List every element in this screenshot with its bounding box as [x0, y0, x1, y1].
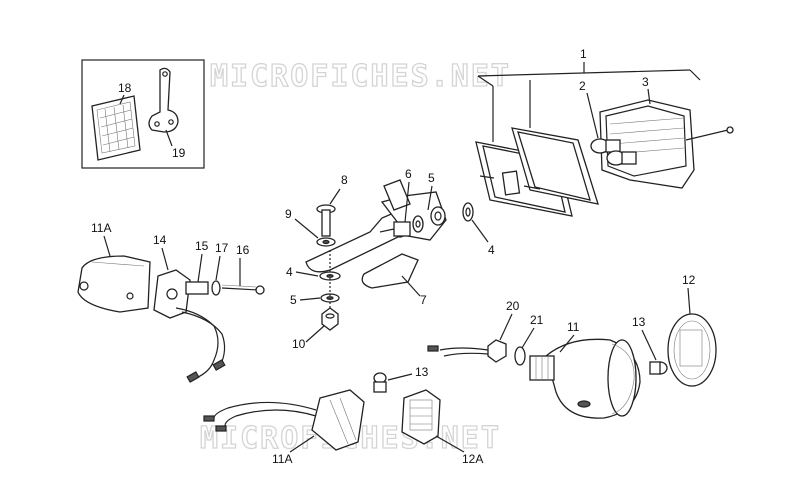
turn-signal-11a-bottom[interactable]	[203, 389, 365, 451]
label-13-right: 13	[632, 315, 646, 329]
label-11: 11	[567, 320, 580, 334]
label-9: 9	[285, 207, 292, 221]
screw-16[interactable]	[221, 284, 265, 295]
label-2: 2	[579, 79, 586, 93]
bracket-7[interactable]	[305, 179, 447, 289]
label-13-left: 13	[415, 365, 429, 379]
bulb-13-left[interactable]	[373, 372, 387, 393]
label-20: 20	[506, 299, 520, 313]
label-18: 18	[118, 81, 132, 95]
label-11a-top: 11A	[91, 221, 111, 235]
label-12a: 12A	[462, 452, 483, 466]
label-10: 10	[292, 337, 306, 351]
turn-signal-11-right[interactable]	[529, 338, 641, 419]
label-5-bottom: 5	[290, 293, 297, 307]
lamp-holder-12[interactable]	[667, 313, 717, 387]
label-1: 1	[580, 47, 587, 61]
washer-9[interactable]	[316, 237, 336, 247]
bracket-19[interactable]	[148, 67, 179, 133]
nut-10[interactable]	[321, 307, 339, 331]
watermark-top: MICROFICHES.NET	[210, 59, 511, 94]
label-8: 8	[341, 173, 348, 187]
inset-box: 18 19	[81, 59, 205, 169]
washer-4-right[interactable]	[462, 202, 474, 222]
turn-signal-11a-left[interactable]	[77, 255, 151, 313]
label-5-top: 5	[428, 171, 435, 185]
bulb-2[interactable]	[590, 138, 637, 166]
label-21: 21	[530, 313, 544, 327]
label-17: 17	[215, 241, 229, 255]
taillight-assembly-1[interactable]: 1 2 3	[475, 47, 734, 217]
label-14: 14	[153, 233, 167, 247]
lamp-base-12a[interactable]	[401, 389, 441, 445]
bolt-8[interactable]	[316, 204, 336, 237]
label-19: 19	[172, 146, 186, 160]
nut-20[interactable]	[487, 339, 507, 363]
label-4-right: 4	[488, 243, 495, 257]
washer-21[interactable]	[514, 346, 526, 366]
bulb-13-right[interactable]	[649, 361, 668, 375]
label-6: 6	[405, 167, 412, 181]
label-16: 16	[236, 243, 250, 257]
nut-5-right[interactable]	[430, 206, 446, 226]
label-15: 15	[195, 239, 209, 253]
bolt-6[interactable]	[379, 221, 411, 237]
label-12: 12	[682, 273, 696, 287]
washer-17[interactable]	[211, 280, 221, 296]
label-7: 7	[420, 293, 427, 307]
reflector-18[interactable]	[91, 95, 141, 161]
bracket-14[interactable]	[153, 269, 226, 383]
spacer-15[interactable]	[185, 281, 209, 295]
label-11a-bottom: 11A	[272, 452, 292, 466]
label-4-left: 4	[286, 265, 293, 279]
label-3: 3	[642, 75, 649, 89]
washer-5-top[interactable]	[412, 215, 424, 233]
